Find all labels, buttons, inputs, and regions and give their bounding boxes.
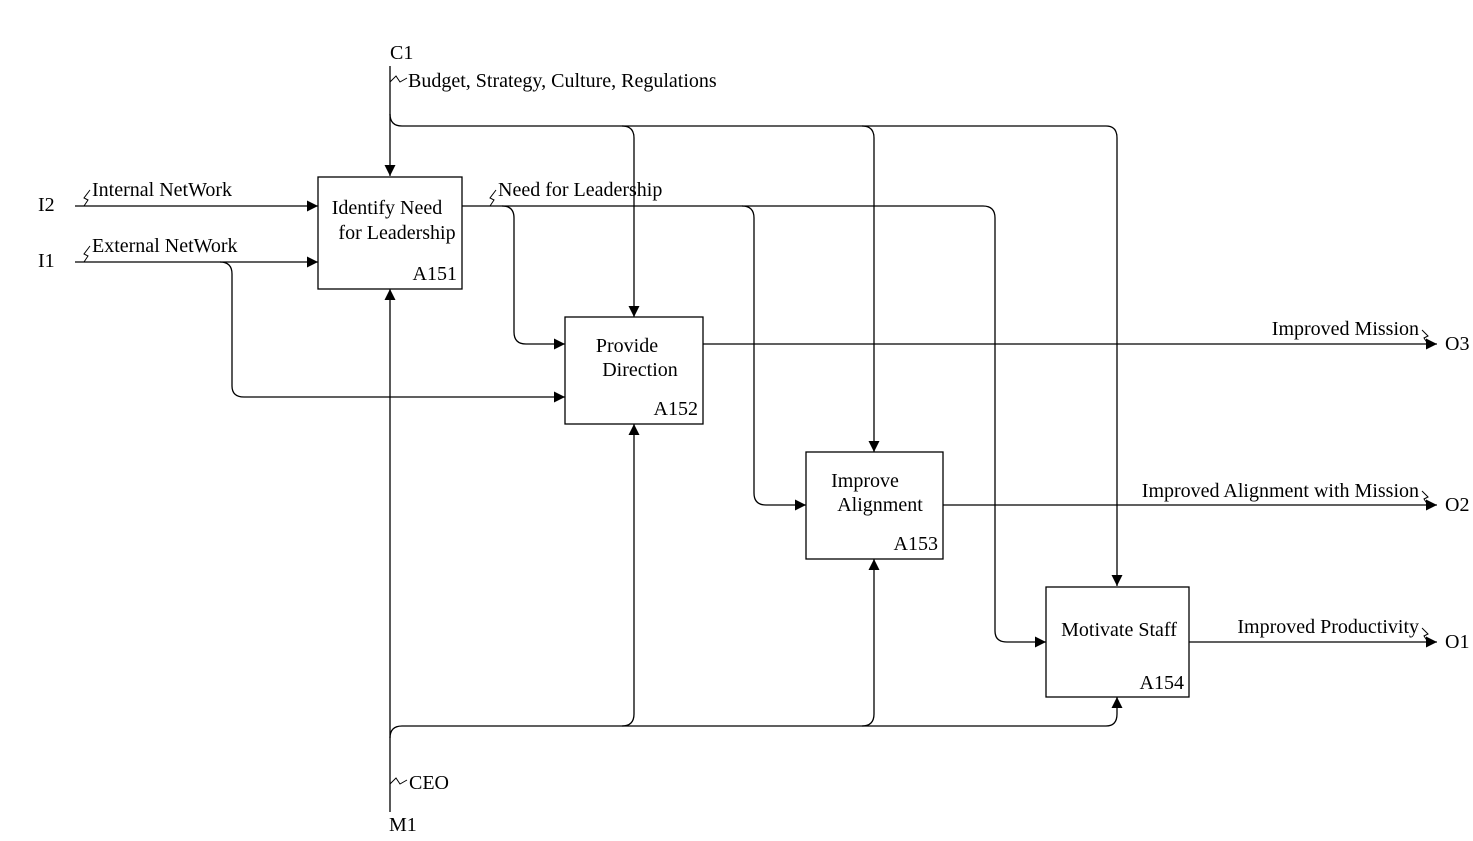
label-squiggles: [83, 75, 1429, 785]
input-arrows: [75, 200, 565, 403]
box-title-line: Motivate Staff: [1061, 619, 1177, 641]
squiggle-mechanism: [389, 777, 408, 785]
mechanism-arrow-a153: [861, 559, 880, 727]
squiggle-control: [389, 75, 408, 83]
port-o3: O3: [1445, 333, 1469, 355]
activity-box-a152[interactable]: Provide Direction A152: [564, 316, 704, 425]
box-id: A154: [1140, 672, 1184, 694]
need-arrow-a154: [462, 205, 1046, 648]
activity-box-a154[interactable]: Motivate Staff A154: [1045, 586, 1190, 698]
output-arrows: [703, 338, 1437, 648]
control-arrows: [384, 66, 1123, 586]
port-c1: C1: [390, 42, 413, 64]
box-title-line: Provide: [596, 335, 658, 357]
squiggle-external: [83, 245, 91, 263]
label-mission: Improved Mission: [1272, 318, 1419, 340]
squiggle-productivity: [1421, 627, 1429, 643]
activity-box-a151[interactable]: Identify Need for Leadership A151: [317, 176, 463, 290]
squiggle-need: [489, 189, 497, 207]
box-title-line: Direction: [602, 359, 678, 381]
arrow-labels: Budget, Strategy, Culture, Regulations I…: [92, 70, 1419, 794]
need-arrow-a153: [741, 205, 806, 511]
label-internal: Internal NetWork: [92, 179, 232, 201]
port-o2: O2: [1445, 494, 1469, 516]
mechanism-arrow-a154: [389, 697, 1123, 739]
input-arrow-external-a152: [219, 261, 565, 403]
port-i1: I1: [38, 250, 55, 272]
label-control: Budget, Strategy, Culture, Regulations: [408, 70, 717, 92]
squiggle-internal: [83, 189, 91, 207]
box-title-line: Identify Need: [332, 197, 443, 219]
need-arrow-a152: [501, 205, 565, 350]
box-title-line: Alignment: [837, 494, 923, 516]
port-i2: I2: [38, 194, 55, 216]
mechanism-arrow-a152: [621, 424, 640, 727]
mechanism-arrows: [384, 289, 1123, 812]
label-alignment: Improved Alignment with Mission: [1142, 480, 1419, 502]
label-productivity: Improved Productivity: [1237, 616, 1419, 638]
activity-box-a153[interactable]: Improve Alignment A153: [805, 451, 944, 560]
port-m1: M1: [389, 814, 417, 836]
box-id: A151: [413, 263, 457, 285]
control-arrow-a153: [861, 125, 880, 452]
port-labels: C1 I2 I1 M1 O3 O2 O1: [38, 42, 1469, 836]
squiggle-alignment: [1421, 490, 1429, 506]
box-id: A152: [654, 398, 698, 420]
label-mechanism: CEO: [409, 772, 449, 794]
box-title-line: Improve: [831, 470, 899, 492]
label-need: Need for Leadership: [498, 179, 662, 201]
label-external: External NetWork: [92, 235, 238, 257]
box-id: A153: [894, 533, 938, 555]
box-title-line: for Leadership: [338, 222, 455, 244]
need-arrows: [462, 205, 1046, 648]
control-arrow-a154: [389, 113, 1123, 586]
port-o1: O1: [1445, 631, 1469, 653]
control-arrow-a152: [621, 125, 640, 317]
squiggle-mission: [1421, 329, 1429, 345]
